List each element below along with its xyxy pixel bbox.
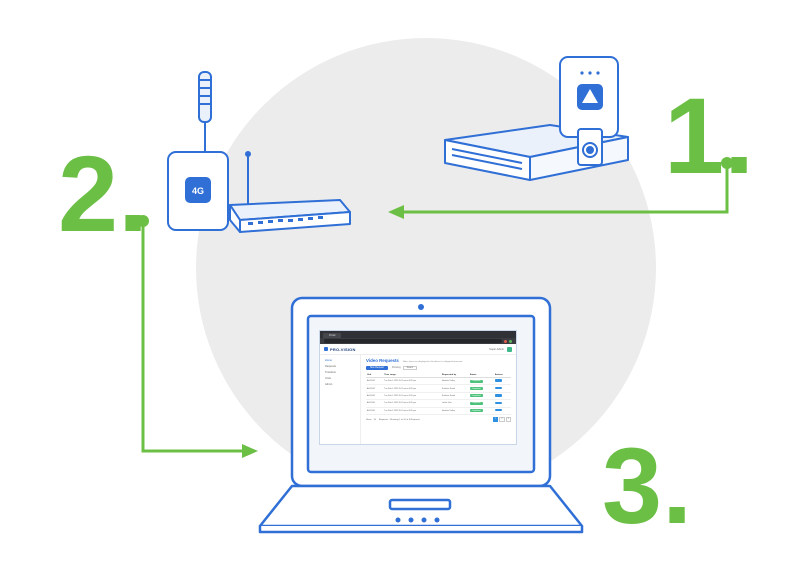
- page-button[interactable]: 2: [499, 416, 505, 423]
- new-request-button[interactable]: New Request: [366, 366, 388, 370]
- table-row[interactable]: ALV0901 Tue Feb 1 2022 8:01 am to 8:05 p…: [366, 407, 511, 415]
- step-number-2: 2.: [58, 133, 149, 254]
- arrow-1-to-2: [402, 163, 729, 214]
- step-1-dot: [721, 157, 733, 169]
- page-button[interactable]: 3: [505, 416, 511, 423]
- pagination: Show 10 Requests - Showing 1 to 10 of 5 …: [366, 416, 511, 423]
- pagination-summary: Requests - Showing 1 to 10 of 5 Requests: [378, 418, 420, 421]
- table-row[interactable]: ALV0901 Tue Feb 1 2022 8:01 am to 8:05 p…: [366, 384, 511, 393]
- filter-select[interactable]: Select: [402, 366, 417, 370]
- step-number-1: 1.: [664, 75, 755, 196]
- app-header: PRO-VISION Super Admin: [320, 344, 516, 355]
- cell-requester: Kathrine Smith: [440, 392, 469, 401]
- filter-label: Showing: [391, 367, 401, 369]
- rows-per-page-label: Show: [366, 418, 372, 421]
- main-content: Video Requests Note: times are displayed…: [361, 355, 516, 444]
- cell-time: Tue Feb 1 2022 8:01 am to 8:05 pm: [383, 384, 441, 393]
- cell-requester: Leslie Fritz: [440, 399, 469, 408]
- browser-tab-bar: Portal: [320, 331, 516, 338]
- row-action-button[interactable]: [494, 379, 502, 382]
- row-action-button[interactable]: [494, 394, 502, 397]
- status-badge: Completed: [469, 387, 483, 391]
- col-unit: Unit: [366, 373, 384, 378]
- extension-icon[interactable]: [504, 339, 507, 343]
- brand-logo-icon: [324, 347, 328, 351]
- table-row[interactable]: ALV0901 Tue Feb 1 2022 8:01 am to 8:05 p…: [366, 399, 511, 408]
- status-badge: Completed: [469, 394, 483, 398]
- col-time-range: Time range: [383, 373, 441, 378]
- cell-time: Tue Feb 1 2022 8:01 am to 8:05 pm: [383, 392, 441, 401]
- table-row[interactable]: ALV0901 Tue Feb 1 2022 8:01 am to 8:05 p…: [366, 377, 511, 386]
- video-recorder-device: [444, 56, 629, 181]
- col-actions: Actions: [493, 373, 511, 378]
- status-badge: Completed: [469, 409, 483, 413]
- user-avatar[interactable]: [507, 346, 512, 352]
- cell-unit: ALV0901: [366, 392, 384, 401]
- profile-icon[interactable]: [509, 339, 512, 343]
- row-action-button[interactable]: [494, 386, 502, 390]
- page-button[interactable]: 1: [492, 416, 499, 423]
- status-badge: Completed: [469, 379, 483, 383]
- laptop-screen: Portal PRO-VISION Super Admin Home Reque…: [320, 331, 516, 444]
- cell-requester: Kathrine Smith: [440, 384, 469, 393]
- cell-time: Tue Feb 1 2022 8:01 am to 8:05 pm: [383, 399, 441, 408]
- row-action-button[interactable]: [494, 408, 502, 412]
- sidebar-item-home[interactable]: Home: [325, 359, 332, 362]
- step-2-dot: [137, 215, 149, 227]
- cell-unit: ALV0901: [366, 399, 384, 408]
- user-name[interactable]: Super Admin: [489, 347, 504, 351]
- cell-time: Tue Feb 1 2022 8:01 am to 8:05 pm: [383, 407, 441, 415]
- router-and-modem: 4G: [167, 71, 351, 233]
- status-badge: Completed: [469, 401, 483, 405]
- sidebar-item-admin[interactable]: Admin: [325, 383, 333, 386]
- page-title: Video Requests: [366, 358, 399, 363]
- sidebar-item-transfers[interactable]: Transfers: [325, 371, 336, 374]
- cell-time: Tue Feb 1 2022 8:01 am to 8:05 pm: [383, 377, 441, 386]
- sidebar: Home Requests Transfers Units Admin: [320, 355, 361, 444]
- browser-tab[interactable]: Portal: [323, 333, 342, 338]
- browser-address-bar: [320, 338, 516, 344]
- cell-unit: ALV0901: [366, 407, 384, 415]
- cell-unit: ALV0901: [366, 377, 384, 386]
- arrow-head-right: [242, 444, 258, 458]
- arrow-head-left: [388, 205, 404, 219]
- cell-requester: Heather Dolby: [440, 407, 469, 415]
- cell-requester: Heather Dolby: [440, 377, 469, 386]
- address-input[interactable]: [324, 339, 502, 343]
- rows-per-page-select[interactable]: 10: [373, 418, 376, 421]
- col-status: Status: [468, 373, 494, 378]
- row-action-button[interactable]: [494, 401, 502, 405]
- arrow-2-to-3: [141, 221, 245, 453]
- sidebar-item-units[interactable]: Units: [325, 377, 331, 380]
- sidebar-item-requests[interactable]: Requests: [325, 365, 336, 368]
- page-subtitle: Note: times are displayed in the device'…: [402, 361, 463, 363]
- step-number-3: 3.: [602, 425, 693, 546]
- table-row[interactable]: ALV0901 Tue Feb 1 2022 8:01 am to 8:05 p…: [366, 392, 511, 401]
- col-requested-by: Requested by: [440, 373, 469, 378]
- requests-table: Unit Time range Requested by Status Acti…: [366, 373, 511, 415]
- brand-name: PRO-VISION: [330, 346, 356, 352]
- modem-badge: 4G: [192, 186, 204, 196]
- cell-unit: ALV0901: [366, 384, 384, 393]
